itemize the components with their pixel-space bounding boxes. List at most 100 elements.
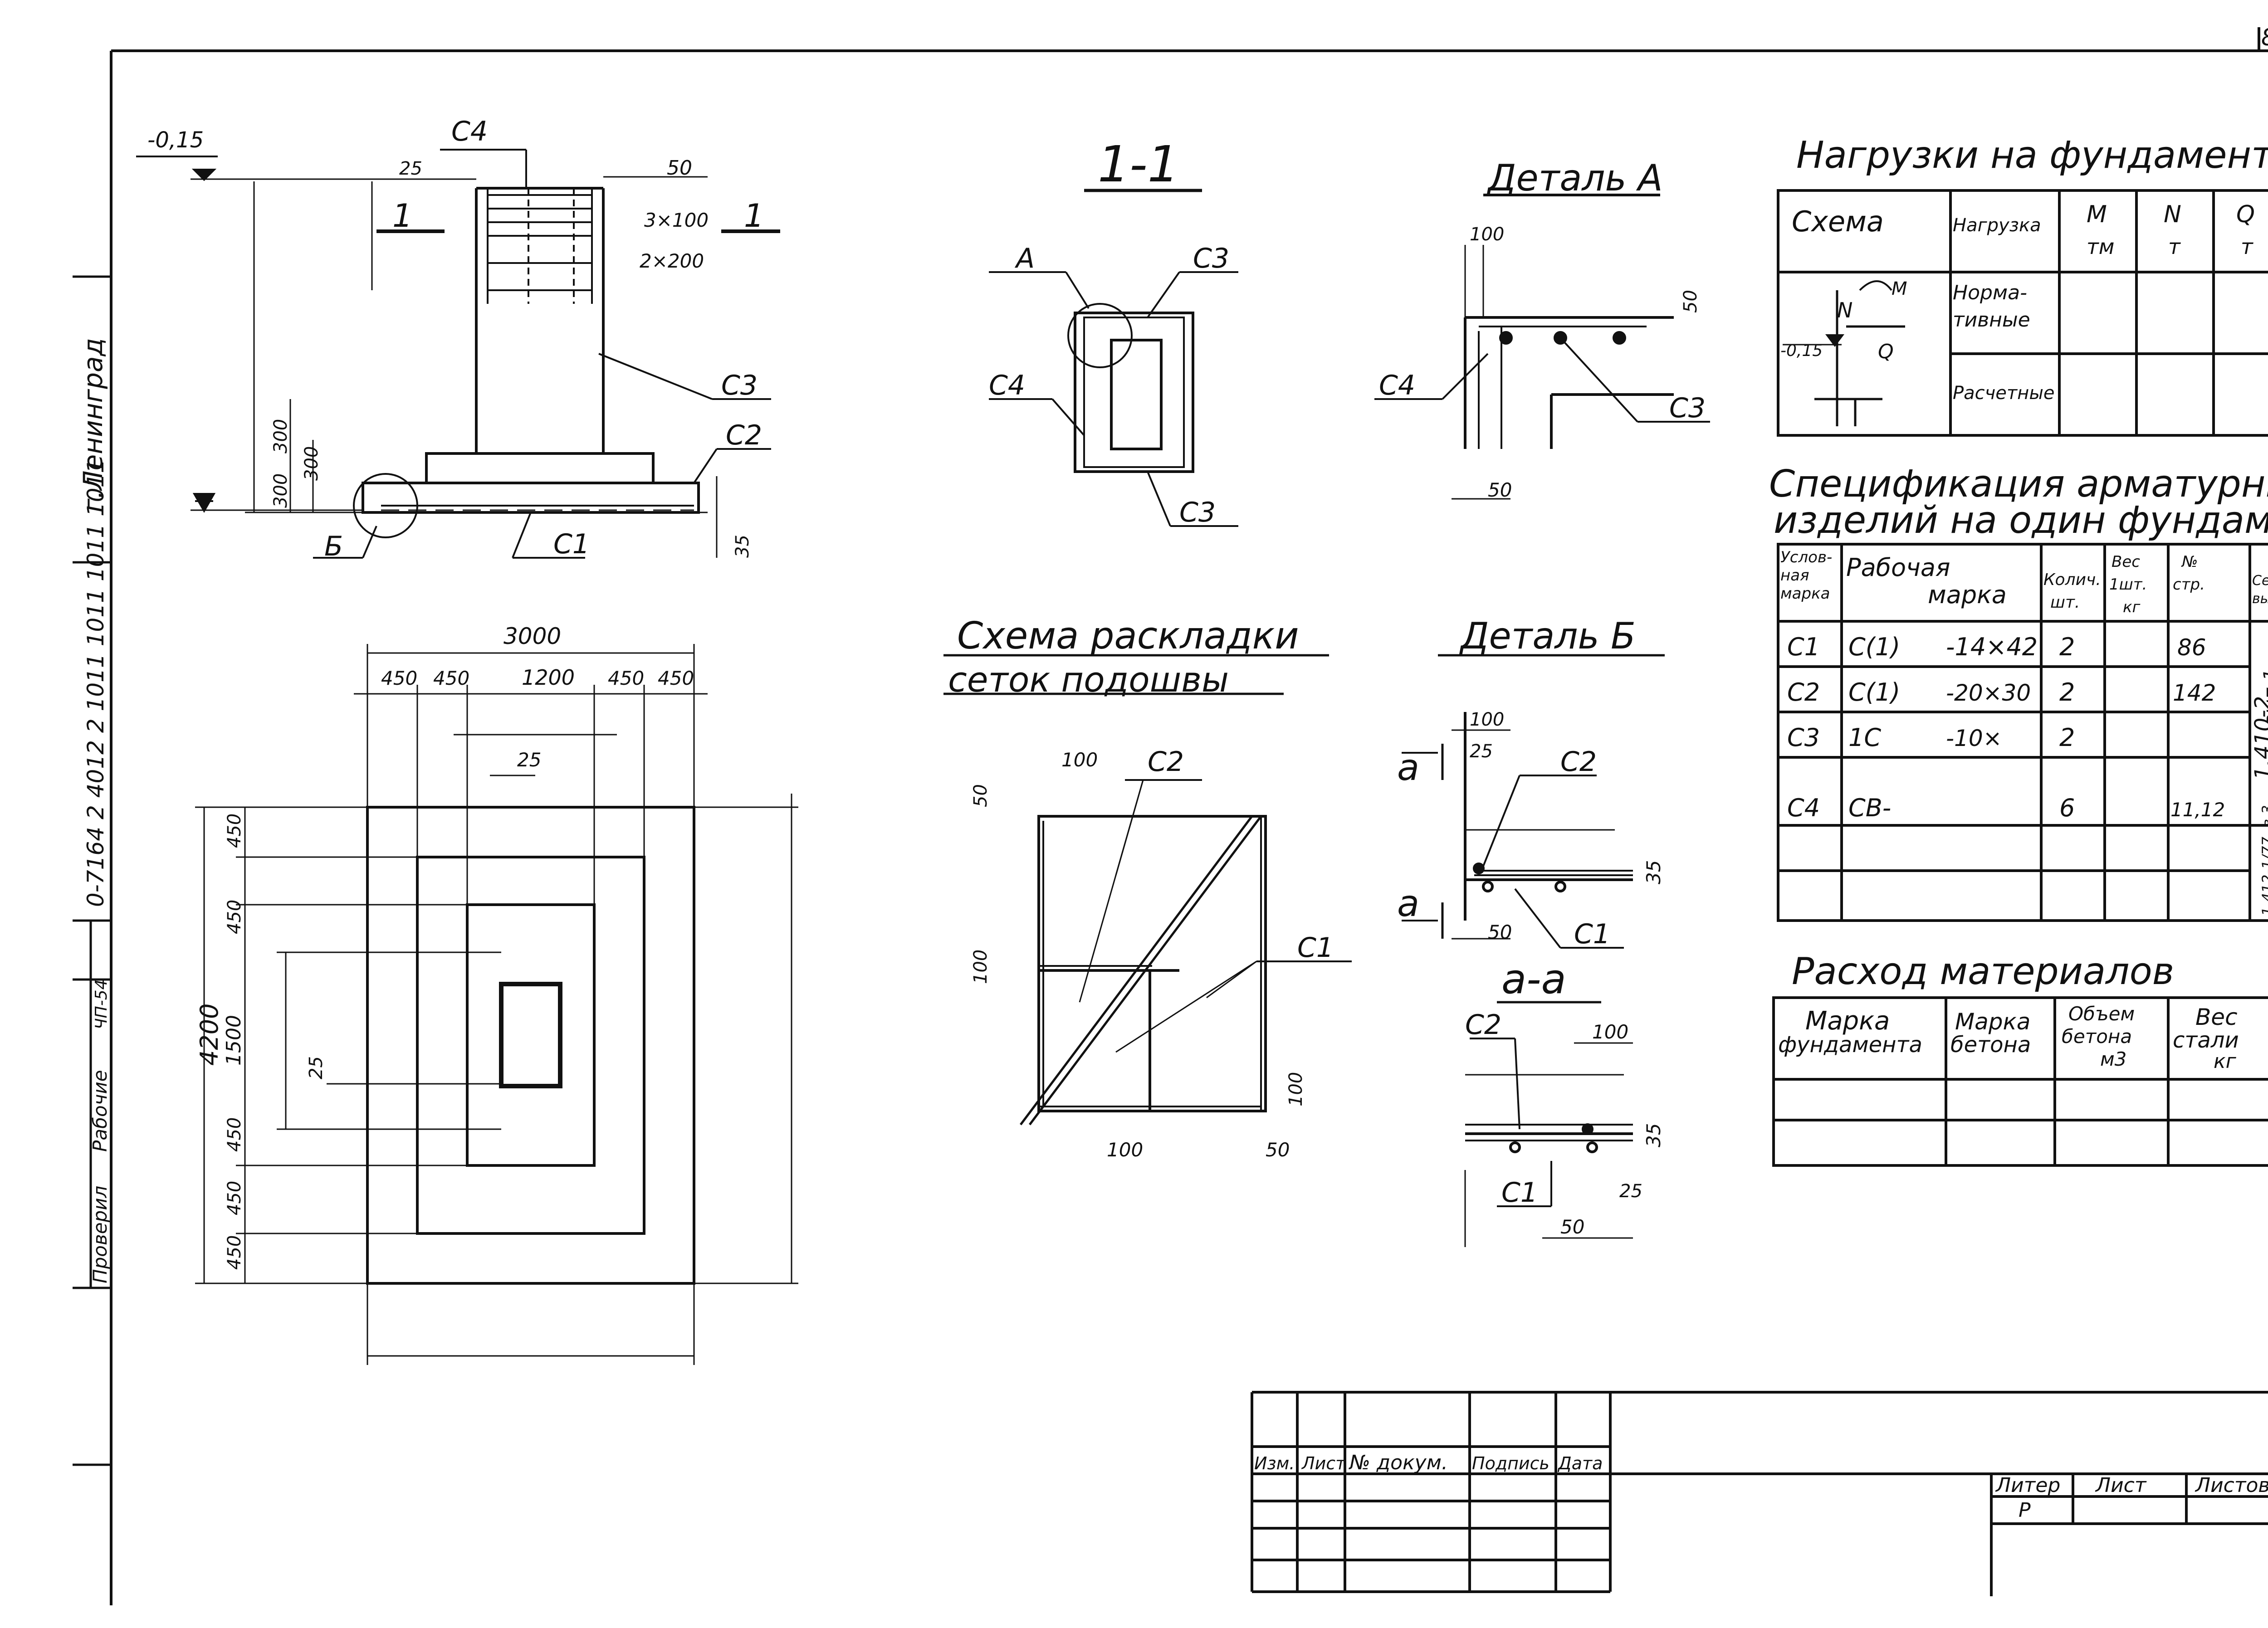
section-1-1-title: 1-1: [1098, 135, 1179, 193]
layout-c2: С2: [1148, 746, 1184, 778]
side-code: 0-7164 2 4012 2 1011 1011 1011 1011: [83, 459, 109, 907]
spec-r4-qty: 6: [2059, 794, 2075, 822]
mat-h-3c: м3: [2100, 1048, 2126, 1070]
spec-r3-qty: 2: [2059, 723, 2075, 752]
mat-h-4a: Вес: [2195, 1004, 2238, 1030]
spec-table: [1777, 543, 2268, 922]
spec-h-qty-2: шт.: [2050, 593, 2080, 612]
plan-left-dim-2: 450: [224, 1181, 245, 1215]
loads-h-q: Q: [2236, 201, 2255, 228]
plan-top-dim-5: 450: [658, 667, 694, 689]
spec-h-ser-2: выпуск: [2252, 591, 2268, 607]
loads-diag-n: N: [1837, 298, 1853, 322]
spec-r1-size: -14×42: [1946, 633, 2038, 661]
saa-d100: 100: [1592, 1021, 1628, 1043]
spec-h-work-2: марка: [1928, 580, 2007, 609]
sheet-number: 82: [2261, 24, 2268, 51]
loads-h-m: М: [2087, 201, 2107, 228]
loads-h-load: Нагрузка: [1953, 215, 2041, 236]
tb-sheet: Лист: [2095, 1474, 2147, 1497]
loads-row-calc: Расчетные: [1953, 383, 2055, 404]
mat-h-4c: кг: [2214, 1050, 2237, 1073]
spec-r2-qty: 2: [2059, 678, 2075, 707]
section-a-a-title: а-а: [1501, 955, 1566, 1003]
detail-b-d25: 25: [1470, 741, 1493, 762]
loads-diag-level: -0,15: [1780, 341, 1823, 360]
detail-b-d50: 50: [1488, 921, 1512, 943]
saa-d35: 35: [1642, 1123, 1665, 1147]
plan-view: [195, 644, 798, 1365]
detail-b-d35: 35: [1642, 860, 1665, 884]
layout-title-2: сеток подошвы: [948, 659, 1229, 700]
loads-u-n: т: [2168, 234, 2181, 259]
elev-sec-left: 1: [392, 197, 413, 234]
sheet-frame: [110, 27, 2268, 1605]
materials-table: [1772, 996, 2268, 1167]
mat-h-1b: фундамента: [1778, 1032, 1922, 1058]
spec-series-2: 1.412-1/77, в.3: [2259, 805, 2268, 916]
spec-h-no-1: №: [2181, 553, 2198, 571]
side-stamp: [73, 275, 111, 1466]
saa-c2: С2: [1465, 1009, 1501, 1041]
plan-overall-h: 4200: [195, 1004, 224, 1066]
sec11-c3-top: С3: [1193, 243, 1229, 274]
mesh-layout: [943, 654, 1352, 1126]
mat-h-4b: стали: [2173, 1028, 2239, 1053]
spec-r1-mark: С(1): [1848, 633, 1900, 661]
spec-h-no-2: стр.: [2173, 575, 2205, 594]
detail-a-d50b: 50: [1488, 479, 1512, 501]
detail-a-c4: С4: [1379, 370, 1415, 401]
section-a-a: [1464, 1001, 1633, 1247]
plan-top-dim-3: 1200: [522, 665, 575, 690]
spec-r2-cond: С2: [1787, 678, 1820, 707]
spec-r1-page: 86: [2177, 634, 2206, 661]
loads-diag-m: M: [1892, 278, 1907, 299]
spec-rows: С1 С(1) -14×42 2 86 С2 С(1) -20×30 2 142…: [1787, 633, 2225, 822]
saa-d25: 25: [1619, 1181, 1642, 1202]
elev-d35: 35: [732, 535, 753, 558]
mat-h-2a: Марка: [1955, 1009, 2030, 1035]
elev-d2x200: 2×200: [640, 250, 704, 272]
spec-r1-qty: 2: [2059, 633, 2075, 661]
layout-d100d: 100: [1286, 1072, 1306, 1106]
loads-table: [1777, 189, 2268, 437]
spec-r3-cond: С3: [1787, 723, 1820, 752]
layout-d50b: 50: [1266, 1139, 1290, 1161]
detail-b-c1: С1: [1574, 918, 1610, 950]
saa-c1: С1: [1501, 1177, 1538, 1209]
tb-col-list: Лист: [1301, 1453, 1346, 1473]
elev-d50: 50: [667, 156, 692, 180]
side-city: г.Ленинград: [78, 338, 108, 512]
spec-h-cond-3: марка: [1780, 585, 1830, 603]
mat-h-2b: бетона: [1950, 1032, 2031, 1058]
spec-r4-cond: С4: [1787, 794, 1820, 822]
loads-h-n: N: [2164, 201, 2181, 228]
elev-c4: С4: [451, 116, 488, 147]
plan-inner-25b: 25: [306, 1056, 327, 1079]
tb-stage-val: Р: [2019, 1499, 2031, 1522]
elev-d25: 25: [399, 158, 422, 179]
plan-left-dim-5: 450: [224, 900, 245, 934]
plan-left-dim-3: 450: [224, 1117, 245, 1152]
spec-series-1b: вып.1: [2259, 669, 2268, 726]
loads-diag-q: Q: [1878, 340, 1894, 363]
spec-h-cond-2: ная: [1780, 566, 1809, 585]
spec-r4-mark: СВ-: [1848, 794, 1891, 822]
mat-h-3a: Объем: [2068, 1003, 2135, 1025]
detail-a-d50a: 50: [1680, 290, 1701, 313]
spec-r2-mark: С(1): [1848, 678, 1900, 707]
elev-d300c: 300: [270, 473, 291, 508]
detail-b: [1402, 654, 1665, 949]
detail-a: [1374, 194, 1710, 500]
spec-title-1: Спецификация арматурных: [1769, 463, 2268, 506]
layout-d100b: 100: [970, 950, 991, 984]
spec-h-qty-1: Колич.: [2043, 570, 2101, 589]
tb-col-date: Дата: [1557, 1453, 1603, 1473]
elev-c3: С3: [721, 370, 758, 401]
side-role-1: Проверил: [89, 1186, 111, 1283]
elev-d300a: 300: [270, 419, 291, 453]
layout-d100c: 100: [1107, 1139, 1143, 1161]
elev-d3x100: 3×100: [644, 209, 709, 231]
side-role-2: Рабочие: [89, 1070, 111, 1152]
elev-sec-right: 1: [744, 197, 764, 234]
